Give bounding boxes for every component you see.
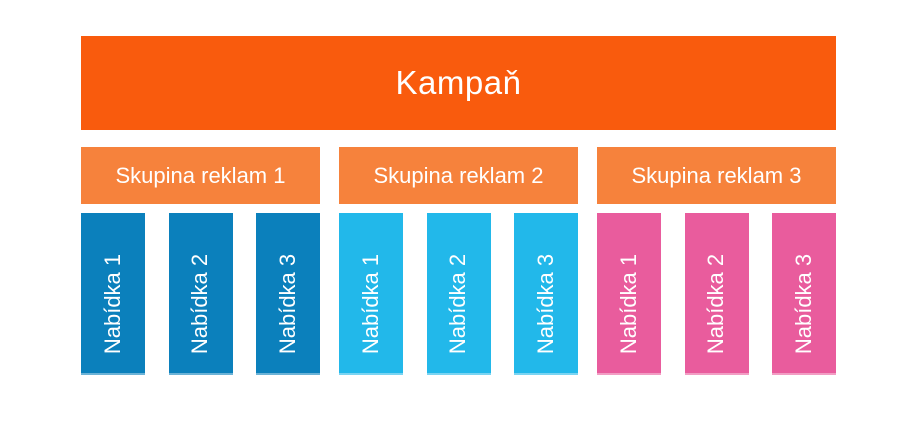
adgroup-label-1: Skupina reklam 1 — [115, 162, 286, 188]
offer-box-3-3: Nabídka 3 — [772, 213, 836, 375]
offers-row: Nabídka 1 Nabídka 2 Nabídka 3 Nabídka 1 … — [81, 213, 836, 375]
offer-label-2-1: Nabídka 1 — [358, 253, 384, 355]
offer-box-3-2: Nabídka 2 — [684, 213, 749, 375]
offer-box-3-1: Nabídka 1 — [597, 213, 661, 375]
offer-label-1-2: Nabídka 2 — [187, 253, 213, 355]
adgroup-box-3: Skupina reklam 3 — [597, 147, 836, 204]
campaign-box: Kampaň — [81, 36, 836, 130]
offer-group-2: Nabídka 1 Nabídka 2 Nabídka 3 — [339, 213, 578, 375]
offer-box-2-3: Nabídka 3 — [514, 213, 578, 375]
offer-group-1: Nabídka 1 Nabídka 2 Nabídka 3 — [81, 213, 320, 375]
offer-box-1-2: Nabídka 2 — [168, 213, 233, 375]
offer-label-3-2: Nabídka 2 — [703, 253, 729, 355]
offer-group-3: Nabídka 1 Nabídka 2 Nabídka 3 — [597, 213, 836, 375]
offer-label-2-2: Nabídka 2 — [445, 253, 471, 355]
adgroup-label-3: Skupina reklam 3 — [631, 162, 802, 188]
offer-box-2-1: Nabídka 1 — [339, 213, 403, 375]
offer-label-3-3: Nabídka 3 — [791, 253, 817, 355]
adgroups-row: Skupina reklam 1 Skupina reklam 2 Skupin… — [81, 147, 836, 204]
offer-box-2-2: Nabídka 2 — [426, 213, 491, 375]
offer-label-1-3: Nabídka 3 — [275, 253, 301, 355]
adgroup-box-1: Skupina reklam 1 — [81, 147, 320, 204]
offer-label-3-1: Nabídka 1 — [616, 253, 642, 355]
adgroup-box-2: Skupina reklam 2 — [339, 147, 578, 204]
adgroup-label-2: Skupina reklam 2 — [373, 162, 544, 188]
offer-box-1-3: Nabídka 3 — [256, 213, 320, 375]
offer-label-1-1: Nabídka 1 — [100, 253, 126, 355]
offer-label-2-3: Nabídka 3 — [533, 253, 559, 355]
offer-box-1-1: Nabídka 1 — [81, 213, 145, 375]
campaign-label: Kampaň — [395, 64, 522, 101]
